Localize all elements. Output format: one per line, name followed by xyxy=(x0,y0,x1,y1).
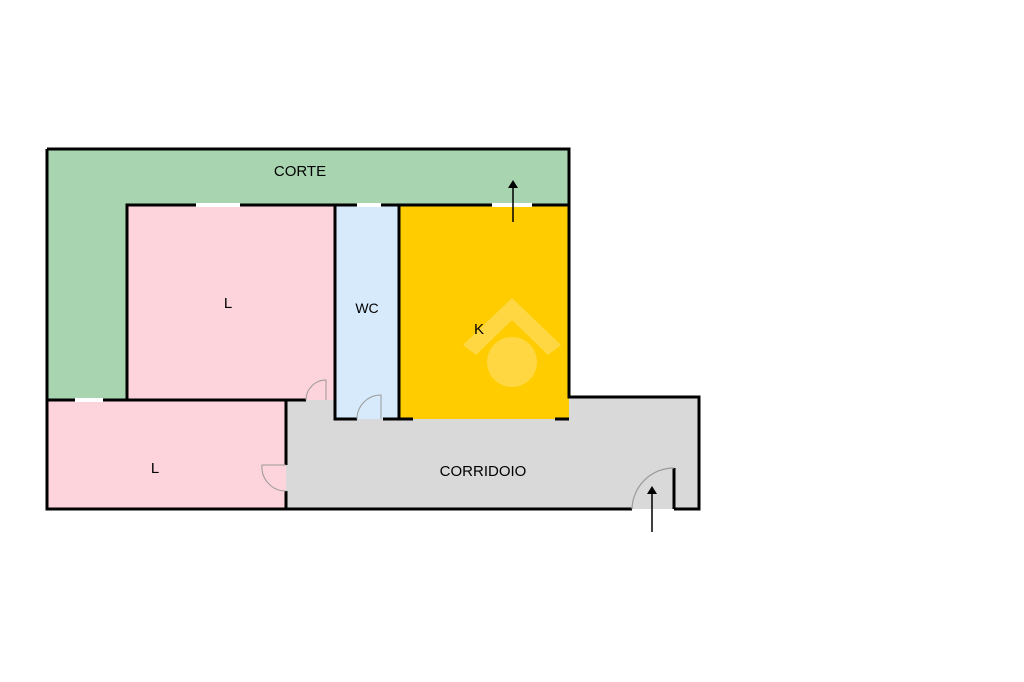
room-corridoio xyxy=(286,397,699,509)
label-kitchen: K xyxy=(474,321,484,338)
arrow-up-icon xyxy=(508,180,518,222)
room-corte xyxy=(47,149,569,400)
label-wc: WC xyxy=(355,300,378,316)
room-kitchen xyxy=(399,205,569,419)
room-living-top xyxy=(127,205,335,401)
room-living-bottom xyxy=(47,400,286,509)
doors xyxy=(261,379,675,510)
walls xyxy=(45,147,701,511)
windows xyxy=(75,203,532,402)
room-wc xyxy=(335,205,399,419)
label-corridoio: CORRIDOIO xyxy=(440,463,527,480)
label-living-bottom: L xyxy=(151,460,159,477)
arrow-up-icon xyxy=(647,486,657,532)
label-corte: CORTE xyxy=(274,163,326,180)
house-logo-watermark xyxy=(463,298,561,387)
label-living-top: L xyxy=(224,295,232,312)
